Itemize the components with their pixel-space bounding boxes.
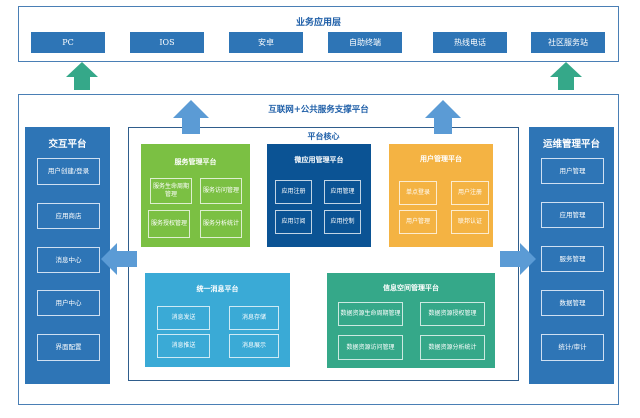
microapp-mgmt-item: 应用订阅: [275, 210, 312, 234]
info-space-item: 数据资源访问管理: [338, 335, 403, 360]
client-kiosk: 自助终端: [328, 32, 402, 53]
message-item: 消息展示: [229, 334, 279, 358]
microapp-mgmt-title: 微应用管理平台: [294, 156, 344, 164]
message-platform: 统一消息平台 消息发送 消息存储 消息推送 消息展示: [145, 273, 290, 367]
ops-item: 服务管理: [541, 246, 604, 272]
arrow-left-icon: [101, 243, 137, 275]
service-mgmt-item: 服务授权管理: [148, 210, 190, 238]
user-mgmt-item: 用户注册: [451, 181, 489, 205]
message-item: 消息存储: [229, 306, 279, 330]
interaction-platform-title: 交互平台: [48, 139, 87, 150]
info-space-platform: 信息空间管理平台 数据资源生命周期管理 数据资源授权管理 数据资源访问管理 数据…: [327, 273, 495, 368]
ops-item: 数据管理: [541, 290, 604, 316]
message-item: 消息推送: [157, 334, 210, 358]
user-mgmt-item: 用户管理: [399, 210, 437, 234]
interaction-item: 用户创建/登录: [37, 158, 100, 185]
ops-item: 用户管理: [541, 158, 604, 184]
ops-platform: 运维管理平台 用户管理 应用管理 服务管理 数据管理 统计/审计: [529, 127, 614, 384]
business-layer-title: 业务应用层: [295, 18, 341, 28]
interaction-item: 用户中心: [37, 290, 100, 316]
microapp-mgmt-item: 应用注册: [275, 180, 312, 204]
client-android: 安卓: [229, 32, 303, 53]
service-mgmt-title: 服务管理平台: [174, 158, 217, 166]
client-pc: PC: [31, 32, 105, 53]
support-platform-title: 互联网+公共服务支撑平台: [268, 105, 369, 115]
info-space-item: 数据资源分析统计: [420, 335, 485, 360]
ops-platform-title: 运维管理平台: [542, 139, 600, 150]
interaction-item: 应用商店: [37, 203, 100, 229]
user-mgmt-platform: 用户管理平台 单点登录 用户注册 用户管理 联邦认证: [389, 144, 493, 247]
info-space-item: 数据资源生命周期管理: [338, 302, 403, 326]
microapp-mgmt-platform: 微应用管理平台 应用注册 应用管理 应用订阅 应用控制: [267, 144, 371, 247]
message-platform-title: 统一消息平台: [196, 285, 239, 293]
arrow-up-icon: [173, 100, 209, 134]
ops-item: 应用管理: [541, 202, 604, 228]
service-mgmt-item: 服务访问管理: [200, 178, 242, 204]
business-layer: 业务应用层: [18, 6, 619, 62]
service-mgmt-item: 服务分析统计: [200, 210, 242, 238]
microapp-mgmt-item: 应用管理: [324, 180, 361, 204]
interaction-platform: 交互平台 用户创建/登录 应用商店 消息中心 用户中心 界面配置: [25, 127, 110, 384]
interaction-item: 界面配置: [37, 334, 100, 361]
microapp-mgmt-item: 应用控制: [324, 210, 361, 234]
user-mgmt-item: 联邦认证: [451, 210, 489, 234]
interaction-item: 消息中心: [37, 247, 100, 273]
arrow-right-icon: [500, 243, 536, 275]
client-community-station: 社区服务站: [531, 32, 605, 53]
arrow-up-icon: [550, 62, 582, 90]
platform-core-title: 平台核心: [307, 132, 340, 141]
support-platform: 互联网+公共服务支撑平台: [18, 94, 619, 405]
service-mgmt-item: 服务生命周期管理: [150, 178, 192, 204]
client-hotline: 热线电话: [433, 32, 507, 53]
info-space-title: 信息空间管理平台: [383, 284, 439, 292]
info-space-item: 数据资源授权管理: [420, 302, 485, 326]
arrow-up-icon: [425, 100, 461, 134]
user-mgmt-title: 用户管理平台: [420, 155, 462, 163]
service-mgmt-platform: 服务管理平台 服务生命周期管理 服务访问管理 服务授权管理 服务分析统计: [141, 144, 250, 247]
user-mgmt-item: 单点登录: [399, 181, 437, 205]
arrow-up-icon: [66, 62, 98, 90]
ops-item: 统计/审计: [541, 334, 604, 361]
client-ios: IOS: [130, 32, 204, 53]
message-item: 消息发送: [157, 306, 210, 330]
